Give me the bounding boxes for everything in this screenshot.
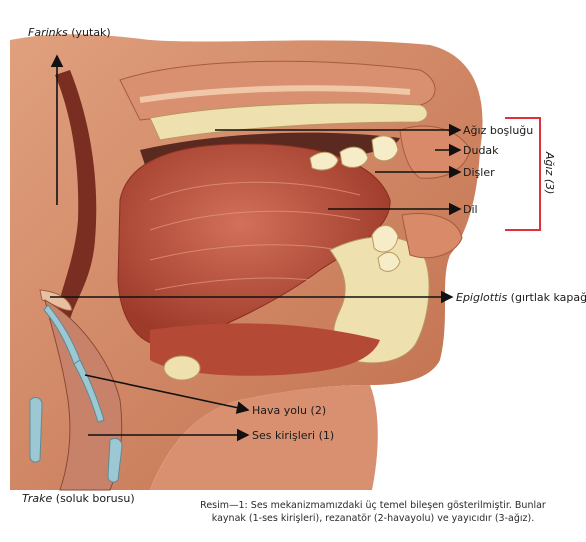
label-epiglottis: Epiglottis (gırtlak kapağı): [456, 291, 586, 304]
caption-line-2: kaynak (1-ses kirişleri), rezanatör (2-h…: [168, 512, 578, 525]
label-dudak: Dudak: [463, 144, 499, 157]
label-epiglottis-name: Epiglottis: [456, 291, 507, 304]
label-farinks-gloss: (yutak): [68, 26, 111, 39]
label-hava-yolu: Hava yolu (2): [252, 404, 326, 417]
label-farinks-name: Farinks: [28, 26, 68, 39]
label-disler: Dişler: [463, 166, 495, 179]
hyoid-bone: [164, 356, 200, 380]
figure-caption: Resim—1: Ses mekanizmamızdaki üç temel b…: [168, 499, 578, 525]
caption-line-1: Resim—1: Ses mekanizmamızdaki üç temel b…: [168, 499, 578, 512]
label-trake-name: Trake: [22, 492, 52, 505]
label-agiz-boslugu: Ağız boşluğu: [463, 124, 533, 137]
label-epiglottis-gloss: (gırtlak kapağı): [507, 291, 586, 304]
label-ses-kirisleri: Ses kirişleri (1): [252, 429, 334, 442]
label-trake: Trake (soluk borusu): [22, 492, 135, 505]
label-trake-gloss: (soluk borusu): [52, 492, 134, 505]
label-agiz-group: Ağız (3): [543, 152, 556, 194]
label-dil: Dil: [463, 203, 478, 216]
label-farinks: Farinks (yutak): [28, 26, 111, 39]
